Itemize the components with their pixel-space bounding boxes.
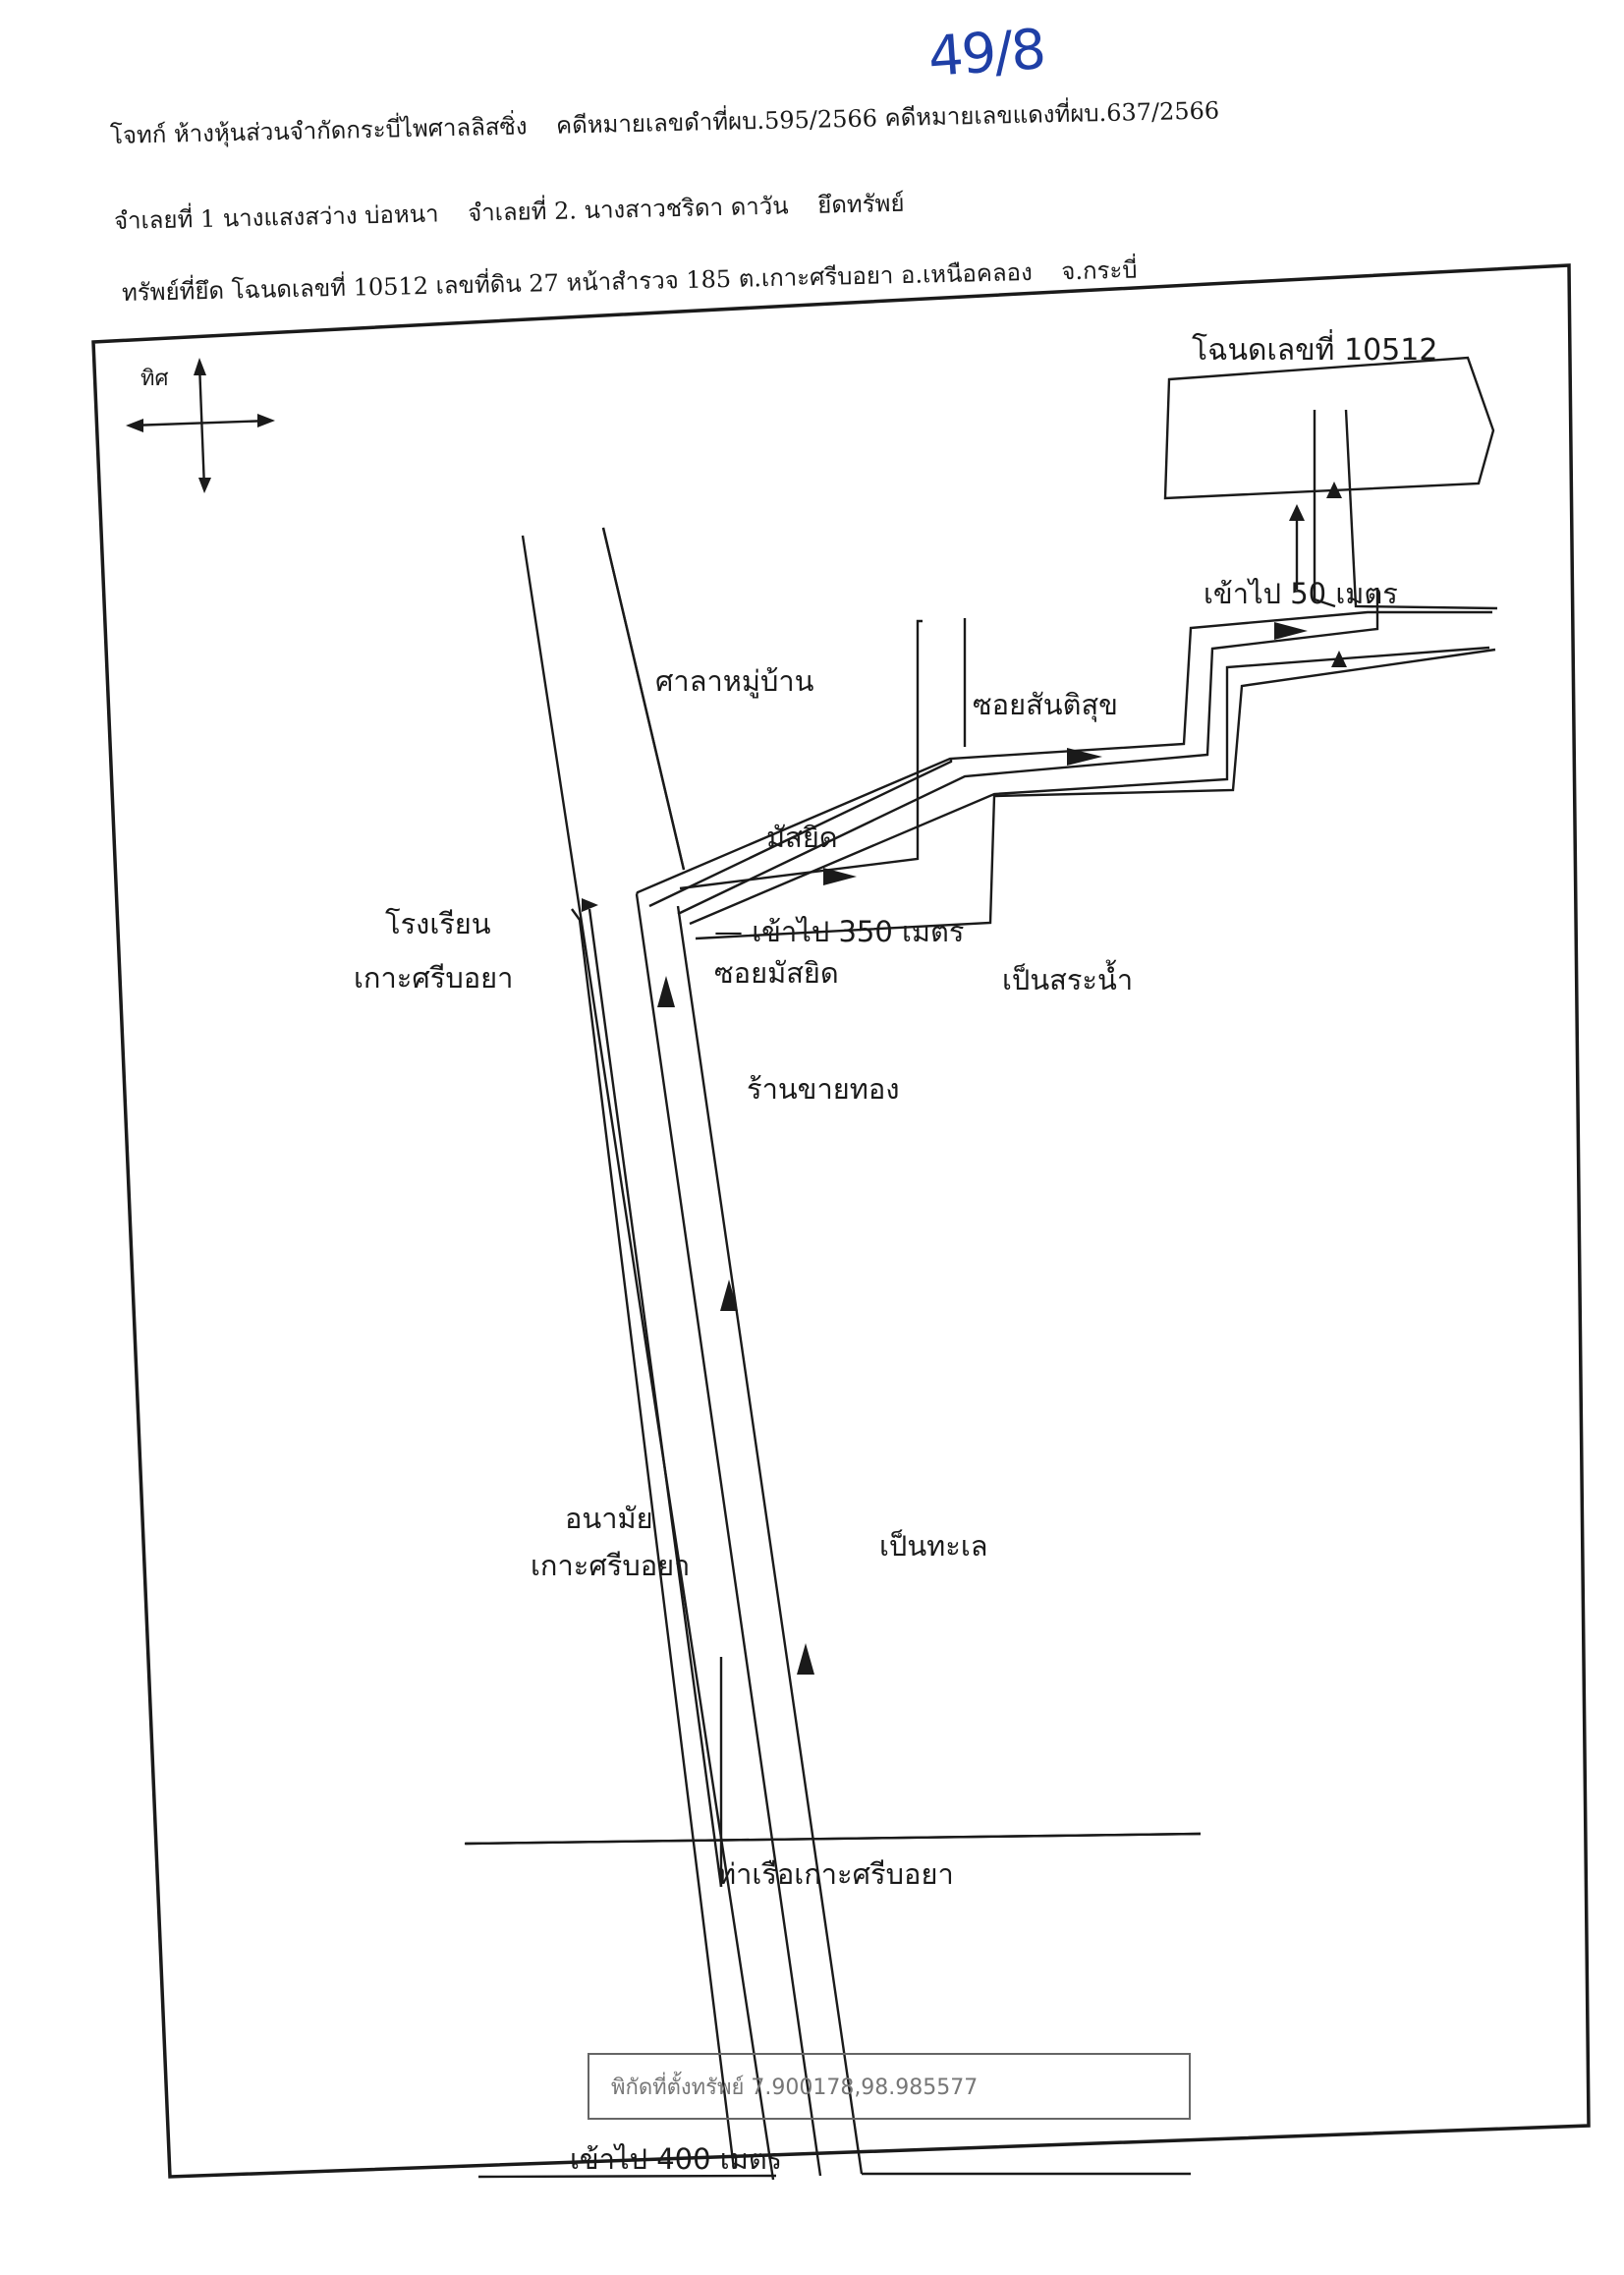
route-path-right <box>676 905 864 2175</box>
access-road-west <box>1313 410 1336 608</box>
school-arrow-icon <box>582 898 598 912</box>
route-arrow-icon <box>1326 482 1342 498</box>
compass-label: ทิศ <box>140 367 169 391</box>
gold-shop-label: ร้านขายทอง <box>747 1072 899 1106</box>
soi-lower-1 <box>677 588 1379 916</box>
route-arrow-icon <box>720 1280 738 1311</box>
school-label-2: เกาะศรีบอยา <box>354 961 513 995</box>
route-arrow-icon <box>797 1643 814 1675</box>
parcel-label: โฉนดเลขที่ 10512 <box>1192 329 1437 368</box>
route-arrow-icon <box>1331 651 1347 667</box>
school-road-east <box>588 908 723 1888</box>
swamp-label: เป็นสระน้ำ <box>1002 959 1133 996</box>
coordinates-box: พิกัดที่ตั้งทรัพย์ 7.900178,98.985577 <box>588 2053 1191 2120</box>
map-frame <box>91 263 1591 2179</box>
soi-mid <box>648 759 953 908</box>
mosque-building-edge <box>679 619 923 890</box>
go-350-label: — เข้าไป 350 เมตร <box>714 915 964 948</box>
cross-road-west-upper <box>477 2174 777 2179</box>
route-arrow-icon <box>657 976 675 1007</box>
sala-label: ศาลาหมู่บ้าน <box>655 664 814 699</box>
pier-shoreline <box>464 1832 1202 1846</box>
main-road-west-edge <box>521 535 775 2181</box>
school-label: โรงเรียน <box>385 907 491 940</box>
soi-upper-edge <box>635 610 1492 895</box>
sea-label: เป็นทะเล <box>879 1528 988 1563</box>
access-road-east <box>1344 409 1498 610</box>
route-arrow-icon <box>1274 622 1308 640</box>
soi-lower-3 <box>695 648 1496 940</box>
go-400-label: เข้าไป 400 เมตร <box>570 2142 782 2176</box>
route-arrow-icon <box>823 868 857 885</box>
go-50-label: เข้าไป 50 เมตร <box>1204 577 1398 610</box>
pier-label: ท่าเรือเกาะศรีบอยา <box>717 1857 954 1891</box>
health-label-2: เกาะศรีบอยา <box>531 1549 690 1582</box>
route-path-left <box>635 893 822 2177</box>
soi-santisuk-label: ซอยสันติสุข <box>973 688 1118 722</box>
route-arrow-icon <box>1067 748 1102 766</box>
compass-icon: ทิศ <box>126 358 275 493</box>
soi-mosque-label: ซอยมัสยิด <box>714 956 839 990</box>
school-road-west <box>571 908 736 2170</box>
sala-edge <box>601 527 686 871</box>
mosque-label: มัสยิด <box>766 821 838 854</box>
target-parcel <box>1163 356 1495 500</box>
coordinates-text: พิกัดที่ตั้งทรัพย์ 7.900178,98.985577 <box>611 2075 979 2100</box>
soi-lower-2 <box>689 646 1490 926</box>
health-label: อนามัย <box>565 1502 653 1535</box>
